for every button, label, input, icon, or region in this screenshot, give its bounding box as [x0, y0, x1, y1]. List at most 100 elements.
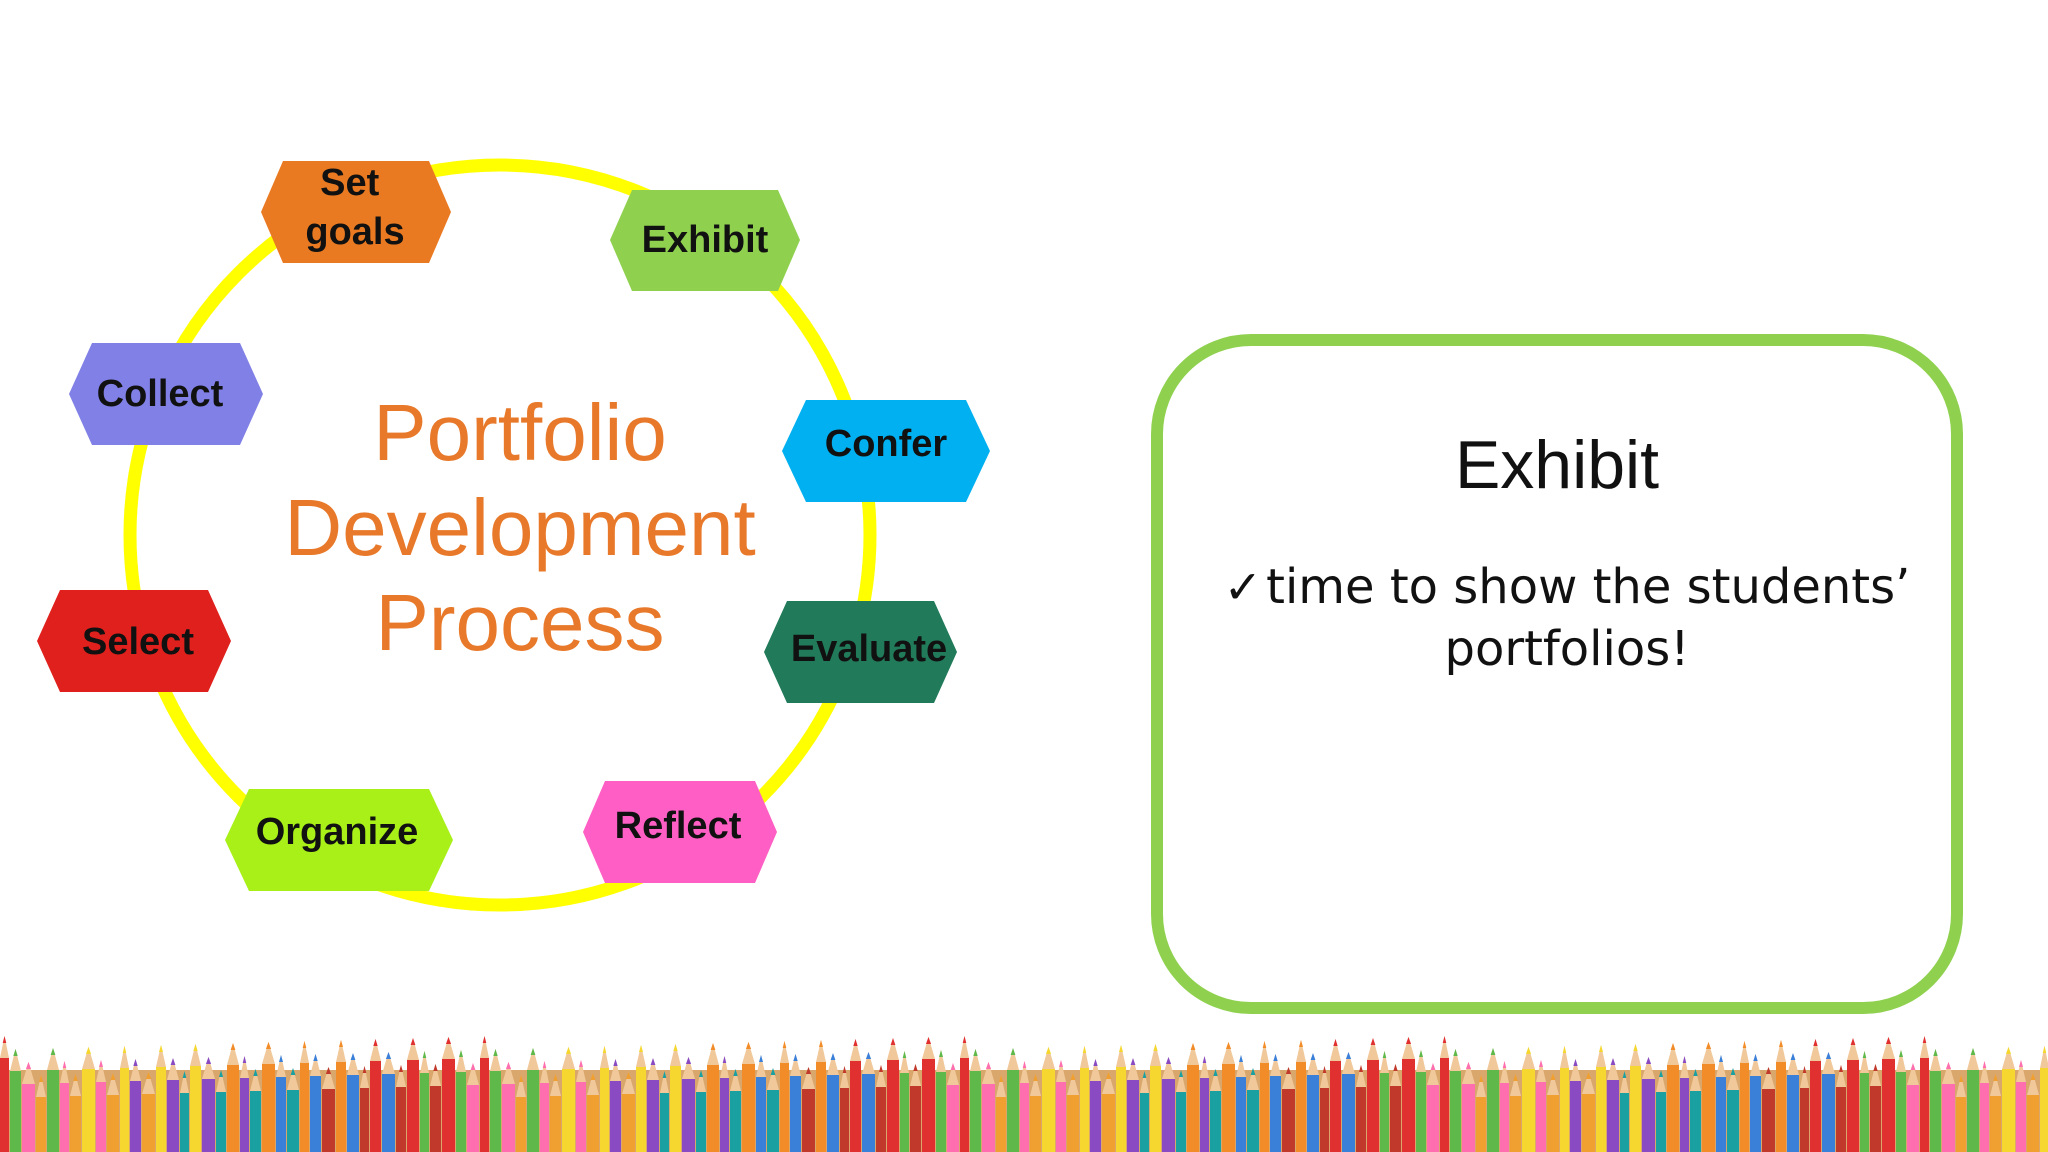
- pencil-tip: [660, 1071, 669, 1093]
- pencil-body: [1642, 1079, 1655, 1152]
- pencil-body: [262, 1064, 275, 1152]
- pencil-body: [1356, 1087, 1366, 1152]
- pencil-body: [190, 1066, 201, 1152]
- pencil-tip: [682, 1057, 695, 1079]
- pencil-body: [936, 1072, 946, 1152]
- pencil-tip: [1187, 1043, 1199, 1065]
- step-exhibit[interactable]: Exhibit: [610, 190, 800, 291]
- pencil-tip: [22, 1062, 35, 1084]
- pencil-tip: [1930, 1049, 1941, 1071]
- pencil-lead: [782, 1041, 787, 1048]
- step-select[interactable]: Select: [37, 590, 231, 692]
- pencil-body: [540, 1083, 549, 1152]
- pencil-body: [467, 1085, 479, 1152]
- pencil-tip: [1356, 1065, 1366, 1087]
- pencil-lead: [279, 1055, 283, 1062]
- pencil-lead: [1273, 1054, 1278, 1061]
- pencil-body: [1102, 1094, 1115, 1152]
- pencil-lead: [122, 1046, 127, 1053]
- pencil-body: [2027, 1095, 2039, 1152]
- step-exhibit-label: Exhibit: [642, 219, 769, 261]
- pencil-lead: [1370, 1038, 1376, 1045]
- card-body: ✓time to show the students’ portfolios!: [1223, 556, 1911, 680]
- step-confer[interactable]: Confer: [782, 400, 990, 502]
- pencil-tip: [1390, 1064, 1401, 1086]
- pencil-tip: [1282, 1067, 1295, 1089]
- pencil-lead: [422, 1051, 427, 1058]
- pencil-body: [2016, 1082, 2026, 1152]
- pencil-body: [1667, 1065, 1679, 1152]
- pencil-body: [1116, 1067, 1126, 1152]
- pencil-tip: [1450, 1049, 1461, 1071]
- pencil-lead: [1105, 1072, 1112, 1079]
- pencil-tip: [600, 1046, 609, 1068]
- pencil-body: [1690, 1091, 1701, 1152]
- pencil-body: [1860, 1073, 1869, 1152]
- pencil-lead: [493, 1049, 498, 1056]
- pencil-lead: [1719, 1055, 1723, 1062]
- pencil-body: [1570, 1081, 1581, 1152]
- pencil-lead: [1790, 1053, 1796, 1060]
- pencil-body: [1140, 1093, 1149, 1152]
- pencil-lead: [1633, 1044, 1638, 1051]
- pencil-body: [600, 1068, 609, 1152]
- pencil-tip: [996, 1075, 1006, 1097]
- pencil-tip: [1727, 1068, 1739, 1090]
- pencil-lead: [1045, 1047, 1052, 1054]
- pencil-lead: [710, 1043, 716, 1050]
- pencil-tip: [1522, 1047, 1535, 1069]
- pencil-lead: [1010, 1048, 1016, 1055]
- pencil-lead: [1430, 1063, 1436, 1070]
- pencil-body: [1630, 1066, 1641, 1152]
- pencil-lead: [1453, 1049, 1458, 1056]
- pencil-body: [1176, 1092, 1186, 1152]
- pencil-tip: [670, 1044, 681, 1066]
- pencil-lead: [1585, 1072, 1592, 1079]
- pencil-tip: [216, 1070, 226, 1092]
- pencil-body: [1870, 1086, 1881, 1152]
- pencil-lead: [1910, 1063, 1916, 1070]
- pencil-body: [1522, 1069, 1535, 1152]
- pencil-lead: [1153, 1044, 1158, 1051]
- pencil-lead: [962, 1036, 967, 1043]
- pencil-body: [1307, 1075, 1319, 1152]
- pencil-lead: [505, 1062, 512, 1069]
- pencil-lead: [1059, 1060, 1063, 1067]
- pencil-lead: [1213, 1069, 1218, 1076]
- step-reflect[interactable]: Reflect: [583, 781, 777, 883]
- pencil-body: [502, 1084, 515, 1152]
- pencil-lead: [1825, 1052, 1832, 1059]
- pencil-tip: [250, 1069, 261, 1091]
- step-select-hex: [37, 590, 231, 692]
- pencil-body: [347, 1075, 359, 1152]
- pencil-tip: [1847, 1038, 1859, 1060]
- pencil-lead: [722, 1056, 727, 1063]
- pencil-lead: [685, 1057, 692, 1064]
- step-set-goals[interactable]: Set goals: [261, 161, 451, 263]
- pencil-tip: [10, 1049, 21, 1071]
- pencil-body: [1367, 1060, 1379, 1152]
- pencil-body: [287, 1090, 299, 1152]
- pencil-lead: [1130, 1058, 1136, 1065]
- pencil-lead: [242, 1056, 247, 1063]
- pencil-lead: [1802, 1066, 1807, 1073]
- pencil-lead: [1933, 1049, 1938, 1056]
- pencil-lead: [1873, 1064, 1878, 1071]
- pencil-tip: [336, 1040, 346, 1062]
- pencil-body: [130, 1081, 141, 1152]
- pencil-lead: [745, 1042, 752, 1049]
- pencil-lead: [1502, 1061, 1507, 1068]
- pencil-lead: [865, 1052, 872, 1059]
- pencil-lead: [1539, 1060, 1543, 1067]
- step-organize[interactable]: Organize: [225, 789, 453, 891]
- pencil-lead: [1285, 1067, 1292, 1074]
- pencil-body: [1476, 1097, 1486, 1152]
- step-collect[interactable]: Collect: [69, 343, 263, 445]
- step-evaluate[interactable]: Evaluate: [764, 601, 957, 703]
- pencil-tip: [862, 1052, 875, 1074]
- pencil-body: [0, 1058, 9, 1152]
- pencil-body: [1620, 1093, 1629, 1152]
- pencil-lead: [1093, 1059, 1098, 1066]
- pencil-lead: [602, 1046, 607, 1053]
- pencil-body: [276, 1077, 286, 1152]
